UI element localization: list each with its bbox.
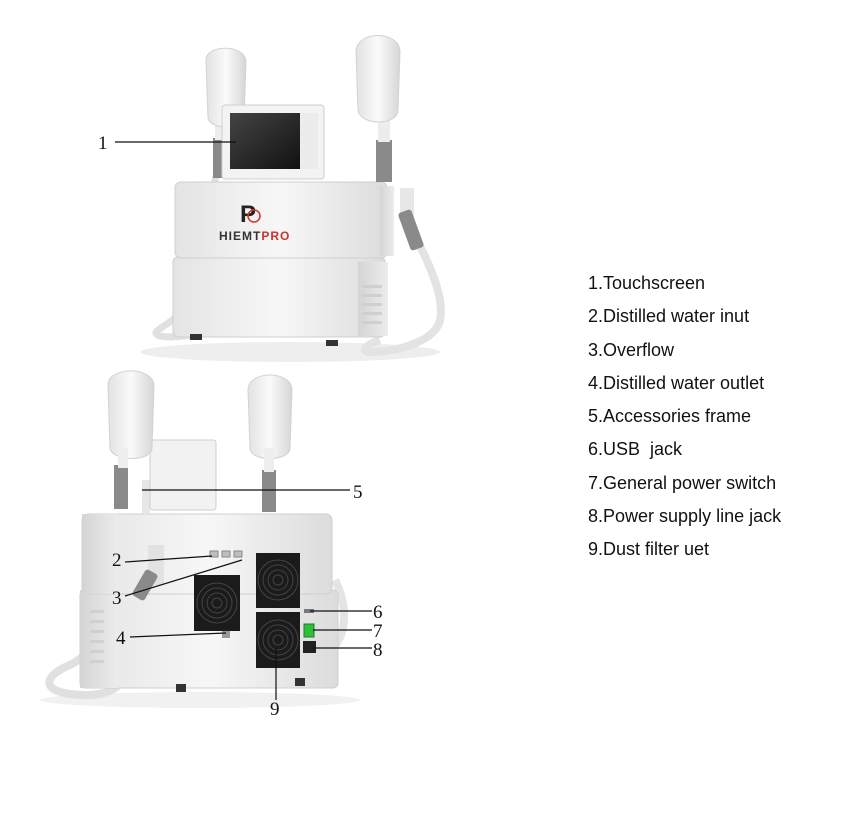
legend-item-power-jack: 8.Power supply line jack — [588, 506, 782, 527]
power-jack-icon — [303, 641, 316, 653]
callout-numbers: 1 2 3 4 5 6 7 8 9 — [98, 133, 383, 720]
callout-2: 2 — [112, 550, 122, 571]
brand-name-part2: PRO — [261, 229, 290, 243]
legend-item-water-inlet: 2.Distilled water inut — [588, 306, 750, 327]
power-switch-icon — [303, 623, 315, 638]
legend-item-power-switch: 7.General power switch — [588, 472, 777, 493]
component-legend: 1.Touchscreen 2.Distilled water inut 3.O… — [588, 270, 781, 570]
svg-text:HIEMTPRO: HIEMTPRO — [219, 229, 290, 243]
legend-item-usb-jack: 6.USB jack — [588, 439, 683, 460]
usb-port-icon — [304, 609, 314, 613]
callout-9: 9 — [270, 699, 280, 720]
callout-4: 4 — [116, 628, 126, 649]
machine-rear-view — [40, 370, 360, 708]
fan-icon — [256, 612, 300, 668]
fan-icon — [256, 553, 300, 608]
callout-8: 8 — [373, 640, 383, 661]
callout-6: 6 — [373, 602, 383, 623]
machine-front-view: P HIEMTPRO — [140, 35, 445, 362]
water-port-row — [209, 550, 243, 558]
legend-item-accessories-frame: 5.Accessories frame — [588, 406, 752, 427]
legend-item-overflow: 3.Overflow — [588, 339, 675, 360]
fan-icon — [194, 575, 240, 631]
callout-7: 7 — [373, 621, 383, 642]
callout-1: 1 — [98, 133, 108, 154]
legend-item-dust-filter: 9.Dust filter uet — [588, 539, 710, 560]
callout-lines — [115, 141, 372, 700]
callout-5: 5 — [353, 482, 363, 503]
legend-item-water-outlet: 4.Distilled water outlet — [588, 372, 765, 393]
brand-name-part1: HIEMT — [219, 229, 261, 243]
callout-3: 3 — [112, 588, 122, 609]
brand-logo: P HIEMTPRO — [219, 201, 290, 243]
legend-item-touchscreen: 1.Touchscreen — [588, 273, 706, 293]
